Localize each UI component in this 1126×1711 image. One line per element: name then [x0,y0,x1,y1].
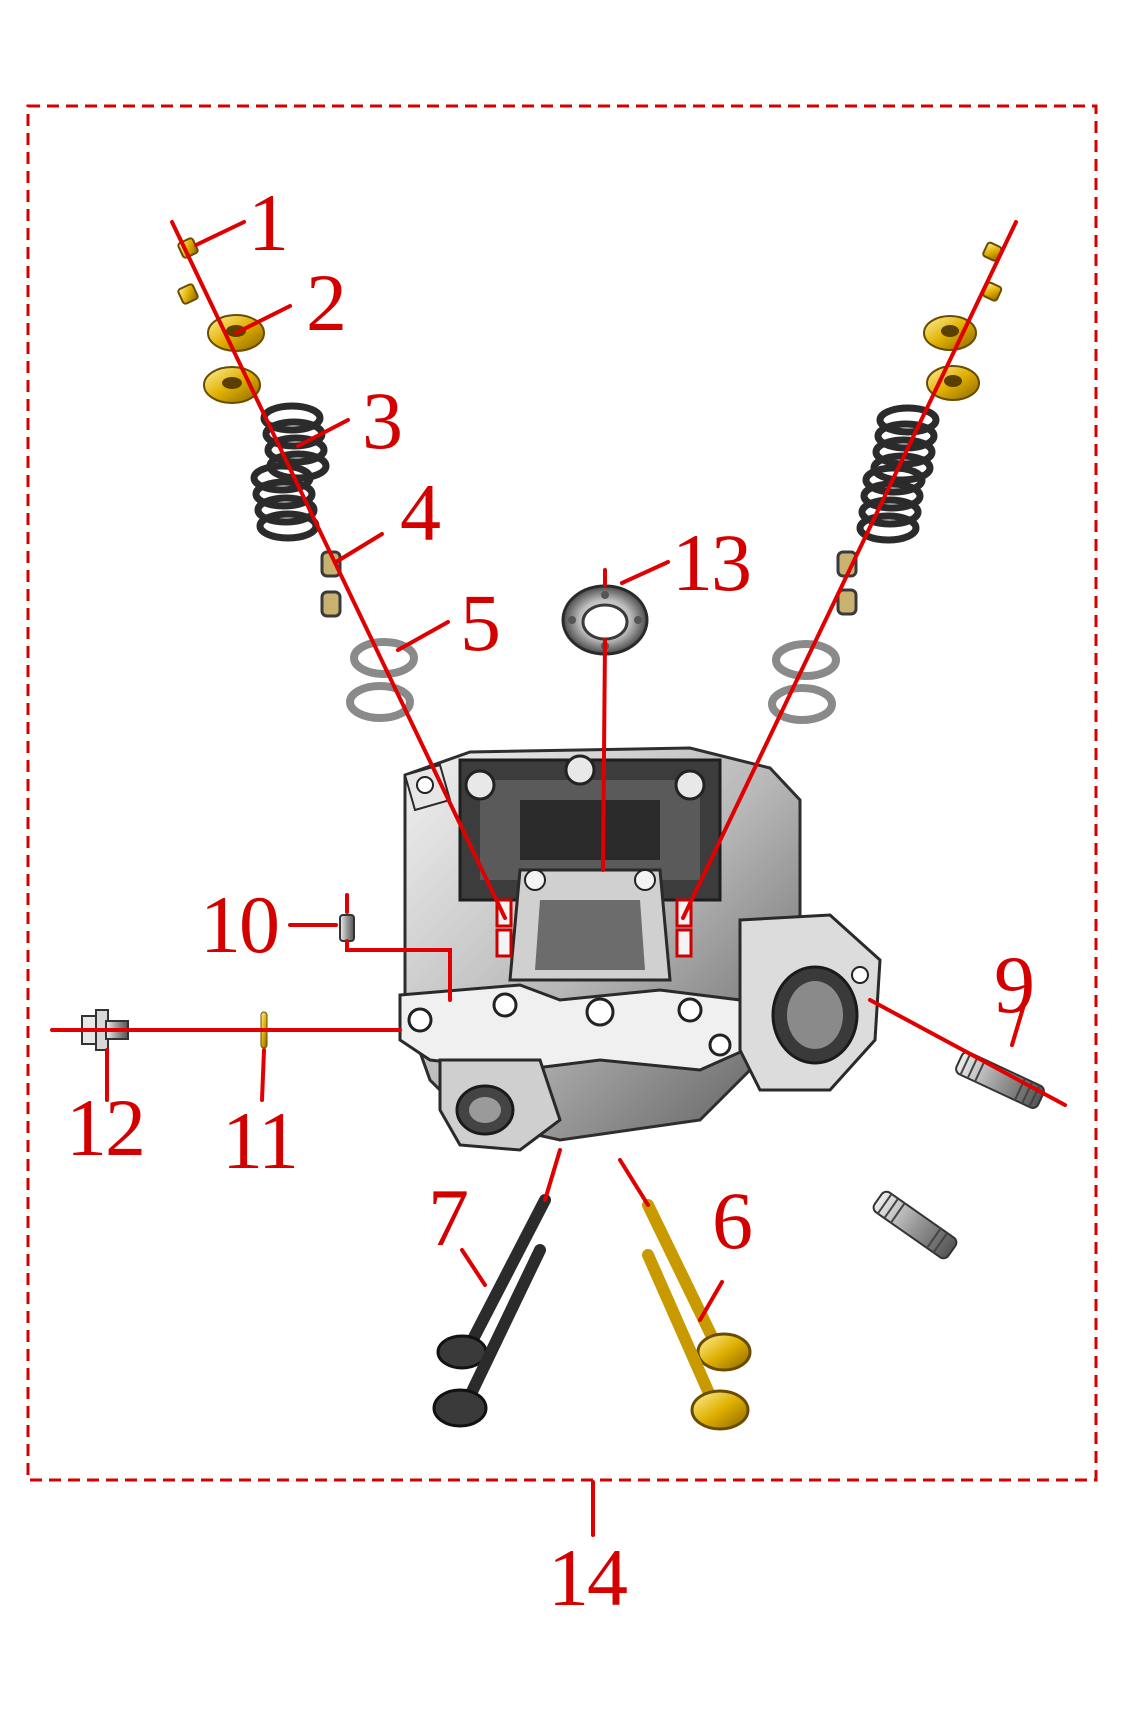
callout-6: 6 [712,1175,751,1266]
right-valve-train [768,241,1003,724]
callout-1: 1 [248,177,287,268]
exhaust-valves [432,1194,551,1428]
callout-7: 7 [428,1172,467,1263]
callout-4: 4 [400,467,440,558]
callout-labels: 1 2 3 4 5 6 7 9 10 11 12 13 14 [66,177,1035,1623]
callout-9: 9 [994,939,1033,1030]
callout-14: 14 [548,1532,627,1623]
assembly-frame [26,104,1098,1482]
callout-3: 3 [362,375,401,466]
callout-2: 2 [306,257,345,348]
callout-5: 5 [460,577,499,668]
cylinder-head-casting [398,746,882,1152]
callout-13: 13 [672,517,750,608]
studs [872,1051,1045,1260]
callout-11: 11 [222,1095,297,1186]
dowel-pin [339,914,355,942]
callout-12: 12 [66,1082,144,1173]
bearing [561,584,649,656]
leader-lines [50,220,1067,1537]
callout-10: 10 [200,879,278,970]
intake-valves [642,1199,752,1431]
